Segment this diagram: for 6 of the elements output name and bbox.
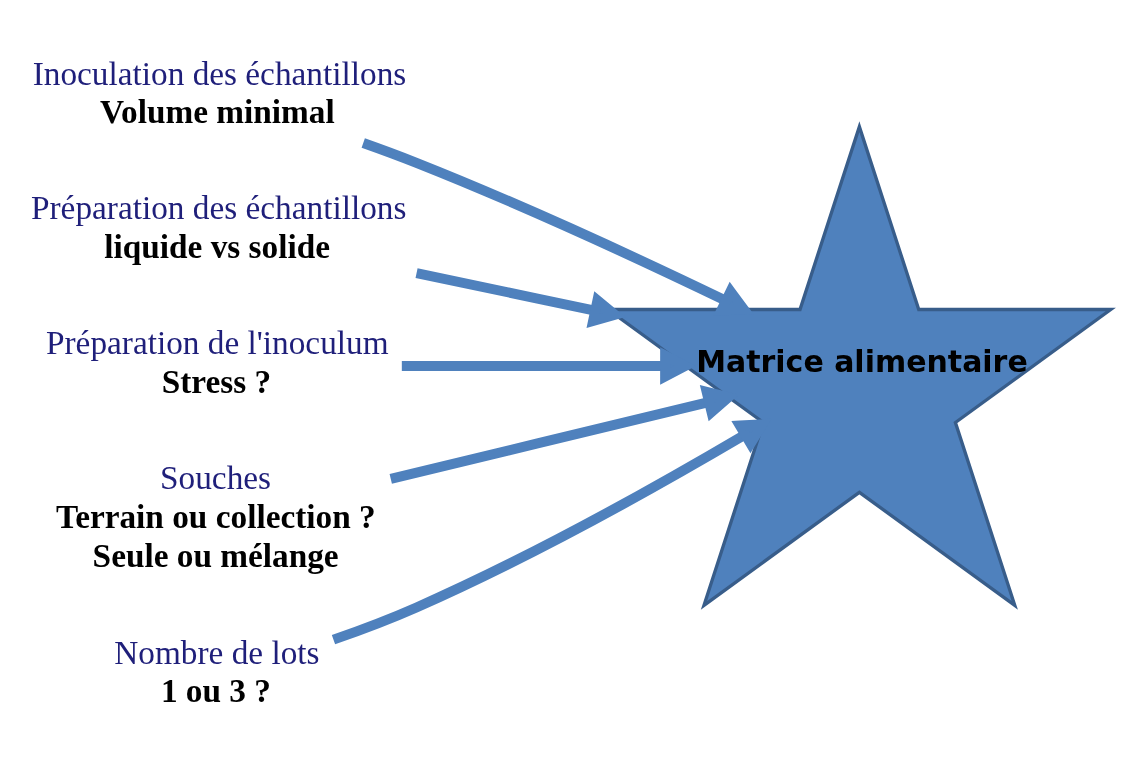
arrow	[361, 137, 754, 316]
node-text: Souches Terrain ou collection ? Seule ou mélange	[55, 458, 376, 574]
node-text: Préparation de l'inoculum Stress ?	[46, 323, 389, 400]
node-text: Inoculation des échantillons Volume minimal	[32, 54, 407, 130]
node-text: Nombre de lots 1 ou 3 ?	[114, 633, 320, 709]
node-text: Préparation des échantillons liquide vs solide	[31, 189, 407, 265]
